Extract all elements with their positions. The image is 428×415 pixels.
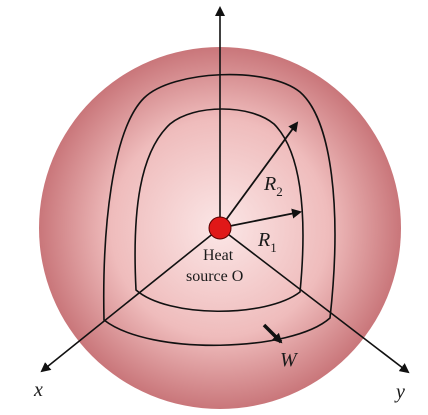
r1-arrow bbox=[219, 208, 302, 229]
x-axis-label: x bbox=[33, 379, 43, 401]
r1-label: R1 bbox=[257, 229, 277, 255]
r1-label-sub: 1 bbox=[270, 240, 277, 255]
r1-label-base: R bbox=[257, 229, 270, 251]
r2-label-sub: 2 bbox=[276, 184, 283, 199]
r2-label-base: R bbox=[263, 173, 276, 195]
outer-contour-r2 bbox=[102, 73, 336, 347]
heat-source-dot bbox=[208, 216, 232, 240]
r2-label: R2 bbox=[263, 173, 283, 199]
w-label: W bbox=[280, 349, 299, 371]
w-arrow bbox=[262, 323, 283, 344]
heat-source-label-line2: source O bbox=[186, 268, 243, 285]
inner-contour-r1 bbox=[134, 108, 304, 313]
y-axis-label: y bbox=[394, 381, 405, 403]
heat-source-label-line1: Heat bbox=[203, 247, 234, 264]
r2-arrow bbox=[219, 121, 299, 229]
x-axis bbox=[40, 227, 221, 373]
y-axis bbox=[219, 227, 410, 374]
